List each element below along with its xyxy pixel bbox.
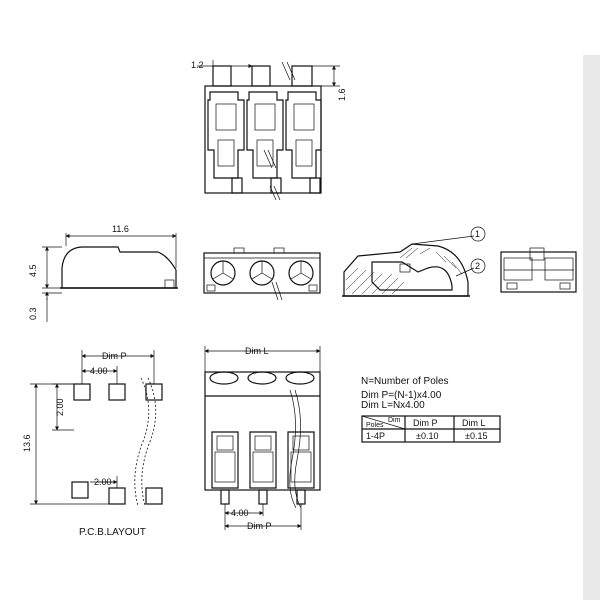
dim-pad-offset-bottom: 2.00: [94, 477, 112, 487]
front-view: [203, 247, 321, 301]
dim-p-top: Dim P: [102, 351, 127, 361]
note-poles: N=Number of Poles: [361, 376, 449, 387]
table-corner-poles: Poles: [366, 422, 384, 429]
dim-pitch-top: 4.00: [90, 366, 108, 376]
note-dim-l: Dim L=Nx4.00: [361, 400, 425, 411]
table-header-dim-l: Dim L: [462, 418, 486, 428]
dim-height: 4.5: [28, 264, 38, 277]
top-view: [197, 60, 340, 201]
dim-l: Dim L: [245, 346, 269, 356]
dim-length: 11.6: [112, 224, 129, 234]
dim-standoff: 0.3: [28, 307, 38, 320]
dim-pad-offset-top: 2.00: [55, 398, 65, 416]
table-row-poles: 1-4P: [366, 431, 385, 441]
end-view: [500, 247, 577, 293]
table-header-dim-p: Dim P: [413, 418, 438, 428]
pcb-layout-label: P.C.B.LAYOUT: [79, 527, 146, 538]
tolerance-table: [361, 415, 501, 443]
dim-p-bottom: Dim P: [247, 521, 272, 531]
dim-pin-width: 1.2: [191, 60, 204, 70]
table-row-dim-p: ±0.10: [416, 431, 438, 441]
dim-pitch-bottom: 4.00: [231, 508, 249, 518]
pcb-layout: [30, 350, 163, 507]
side-view: [42, 233, 178, 322]
table-row-dim-l: ±0.15: [465, 431, 487, 441]
table-corner-dim: Dim: [388, 417, 401, 424]
section-view: [342, 226, 486, 297]
callout-2: 2: [475, 261, 480, 271]
dim-pin-protrusion: 1.6: [337, 88, 347, 101]
page-edge: [583, 55, 600, 600]
note-dim-p: Dim P=(N-1)x4.00: [361, 390, 442, 401]
bottom-view: [204, 346, 321, 530]
dim-pcb-span: 13.6: [22, 434, 32, 452]
callout-1: 1: [475, 229, 480, 239]
